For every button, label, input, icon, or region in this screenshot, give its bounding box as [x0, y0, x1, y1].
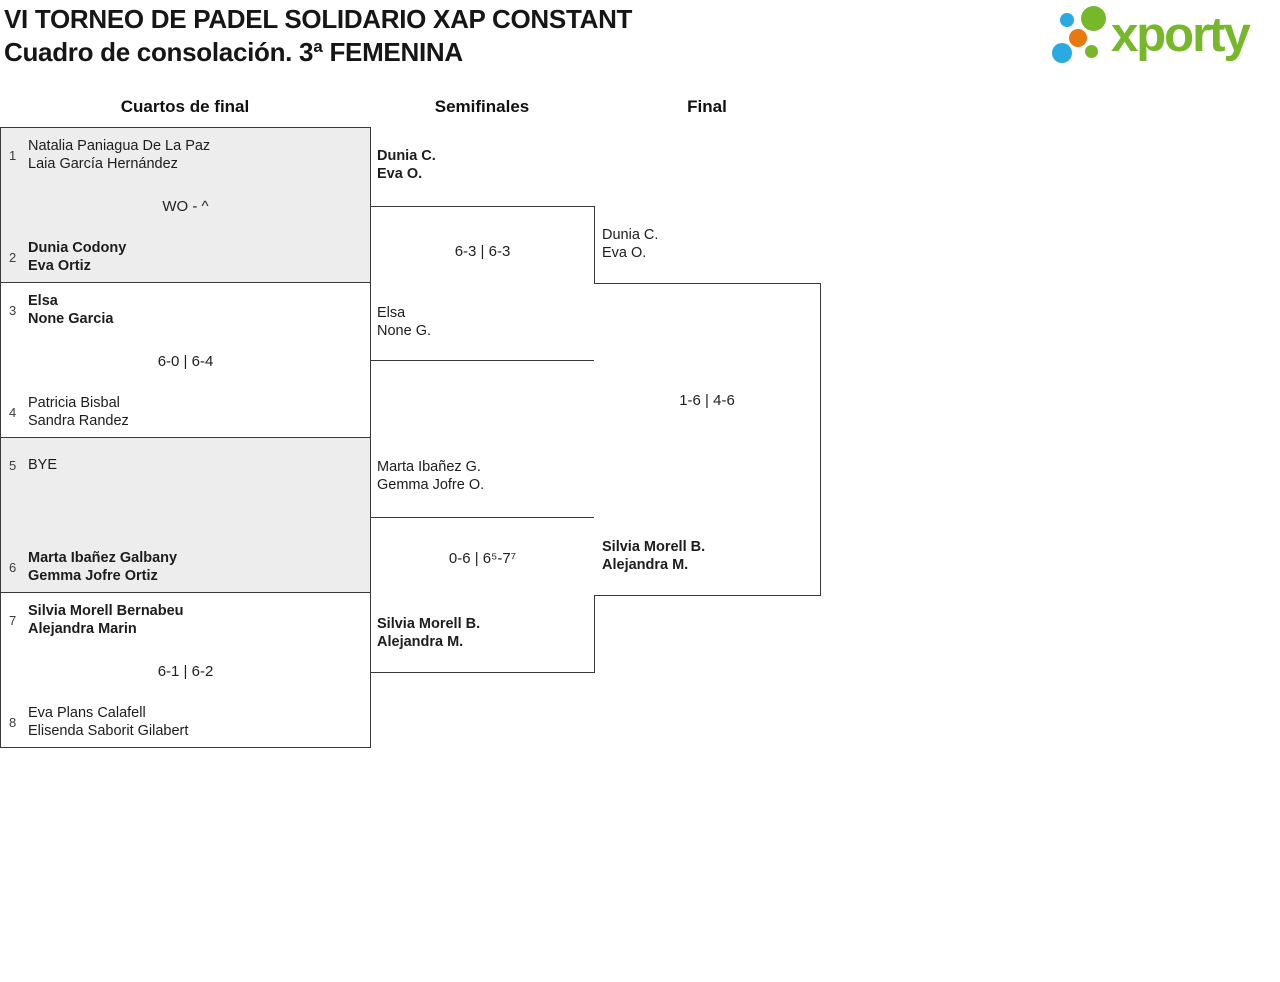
team-names: Dunia Codony Eva Ortiz [28, 239, 126, 275]
round-header-semifinales: Semifinales [434, 97, 530, 116]
team-names: Patricia Bisbal Sandra Randez [28, 394, 129, 430]
player-name: Elsa [28, 293, 58, 309]
player-name: None Garcia [28, 311, 114, 327]
qf-match-2: 3 Elsa None Garcia 6-0 | 6-4 4 Patricia … [0, 282, 371, 438]
qf-match-4: 7 Silvia Morell Bernabeu Alejandra Marin… [0, 592, 371, 748]
qf-match-3: 5 BYE 6 Marta Ibañez Galbany Gemma Jofre… [0, 437, 371, 593]
player-name: Dunia C. [602, 227, 659, 243]
seed-number: 5 [9, 457, 17, 473]
logo-dot-orange-icon [1069, 29, 1087, 47]
player-name: Eva O. [602, 245, 647, 261]
logo-dot-blue-large-icon [1052, 43, 1072, 63]
player-name: Laia García Hernández [28, 156, 178, 172]
seed-number: 4 [9, 404, 17, 420]
final-top-team: Dunia C. Eva O. [602, 226, 658, 262]
team-row: 1 Natalia Paniagua De La Paz Laia García… [1, 137, 210, 173]
logo-wordmark: xporty [1111, 8, 1251, 62]
logo-dot-blue-small-icon [1060, 13, 1074, 27]
sf-match-2: 0-6 | 6⁵-7⁷ [370, 517, 595, 673]
player-name: Eva O. [377, 166, 423, 182]
player-name: Alejandra M. [602, 557, 689, 573]
player-name: Silvia Morell B. [602, 539, 706, 555]
player-name: Alejandra Marin [28, 621, 137, 637]
player-name: Sandra Randez [28, 413, 129, 429]
player-name: None G. [377, 323, 431, 339]
match-score: 0-6 | 6⁵-7⁷ [448, 550, 517, 567]
qf-match-1: 1 Natalia Paniagua De La Paz Laia García… [0, 127, 371, 283]
team-names: Silvia Morell Bernabeu Alejandra Marin [28, 602, 184, 638]
bracket-subtitle: Cuadro de consolación. 3ª FEMENINA [4, 37, 463, 67]
team-names: Eva Plans Calafell Elisenda Saborit Gila… [28, 704, 188, 740]
player-name: Natalia Paniagua De La Paz [28, 138, 211, 154]
player-name: Elisenda Saborit Gilabert [28, 723, 189, 739]
player-name: Elsa [377, 305, 406, 321]
player-name: Patricia Bisbal [28, 395, 120, 411]
match-score: WO - ^ [162, 198, 209, 215]
player-name: Marta Ibañez G. [377, 459, 481, 475]
team-row: 7 Silvia Morell Bernabeu Alejandra Marin [1, 602, 184, 638]
seed-number: 3 [9, 302, 17, 318]
match-score: 6-3 | 6-3 [454, 243, 511, 260]
match-score: 6-1 | 6-2 [157, 663, 214, 680]
player-name: Marta Ibañez Galbany [28, 550, 178, 566]
sf2-top-team: Marta Ibañez G. Gemma Jofre O. [377, 458, 484, 494]
player-name: Dunia Codony [28, 240, 127, 256]
seed-number: 7 [9, 612, 17, 628]
player-name: Eva Plans Calafell [28, 705, 146, 721]
team-row: 5 BYE [1, 456, 57, 474]
player-name: Silvia Morell B. [377, 616, 481, 632]
player-name: Gemma Jofre O. [377, 477, 485, 493]
team-row: 3 Elsa None Garcia [1, 292, 113, 328]
sf-match-1: 6-3 | 6-3 [370, 206, 595, 361]
final-match: 1-6 | 4-6 [594, 283, 821, 596]
team-names: Elsa None Garcia [28, 292, 113, 328]
sf2-bottom-team: Silvia Morell B. Alejandra M. [377, 615, 480, 651]
team-names: Natalia Paniagua De La Paz Laia García H… [28, 137, 210, 173]
team-row: 6 Marta Ibañez Galbany Gemma Jofre Ortiz [1, 549, 177, 585]
sf1-top-team: Dunia C. Eva O. [377, 147, 436, 183]
player-name: Eva Ortiz [28, 258, 91, 274]
match-score: 6-0 | 6-4 [157, 353, 214, 370]
logo-dot-green-large-icon [1081, 6, 1106, 31]
team-row: 2 Dunia Codony Eva Ortiz [1, 239, 126, 275]
logo-dot-green-small-icon [1085, 45, 1098, 58]
round-header-final: Final [687, 97, 727, 116]
player-name: Gemma Jofre Ortiz [28, 568, 158, 584]
team-names: Marta Ibañez Galbany Gemma Jofre Ortiz [28, 549, 177, 585]
player-name: Alejandra M. [377, 634, 464, 650]
seed-number: 8 [9, 714, 17, 730]
match-score: 1-6 | 4-6 [679, 392, 735, 409]
seed-number: 6 [9, 559, 17, 575]
sf1-bottom-team: Elsa None G. [377, 304, 431, 340]
seed-number: 2 [9, 249, 17, 265]
final-bottom-team: Silvia Morell B. Alejandra M. [602, 538, 705, 574]
seed-number: 1 [9, 147, 17, 163]
team-names: BYE [28, 456, 57, 474]
team-row: 4 Patricia Bisbal Sandra Randez [1, 394, 129, 430]
round-header-cuartos: Cuartos de final [120, 97, 250, 116]
player-name: Silvia Morell Bernabeu [28, 603, 184, 619]
player-name: BYE [28, 457, 58, 473]
team-row: 8 Eva Plans Calafell Elisenda Saborit Gi… [1, 704, 188, 740]
tournament-title: VI TORNEO DE PADEL SOLIDARIO XAP CONSTAN… [4, 4, 633, 34]
player-name: Dunia C. [377, 148, 436, 164]
page-title: VI TORNEO DE PADEL SOLIDARIO XAP CONSTAN… [4, 3, 632, 69]
